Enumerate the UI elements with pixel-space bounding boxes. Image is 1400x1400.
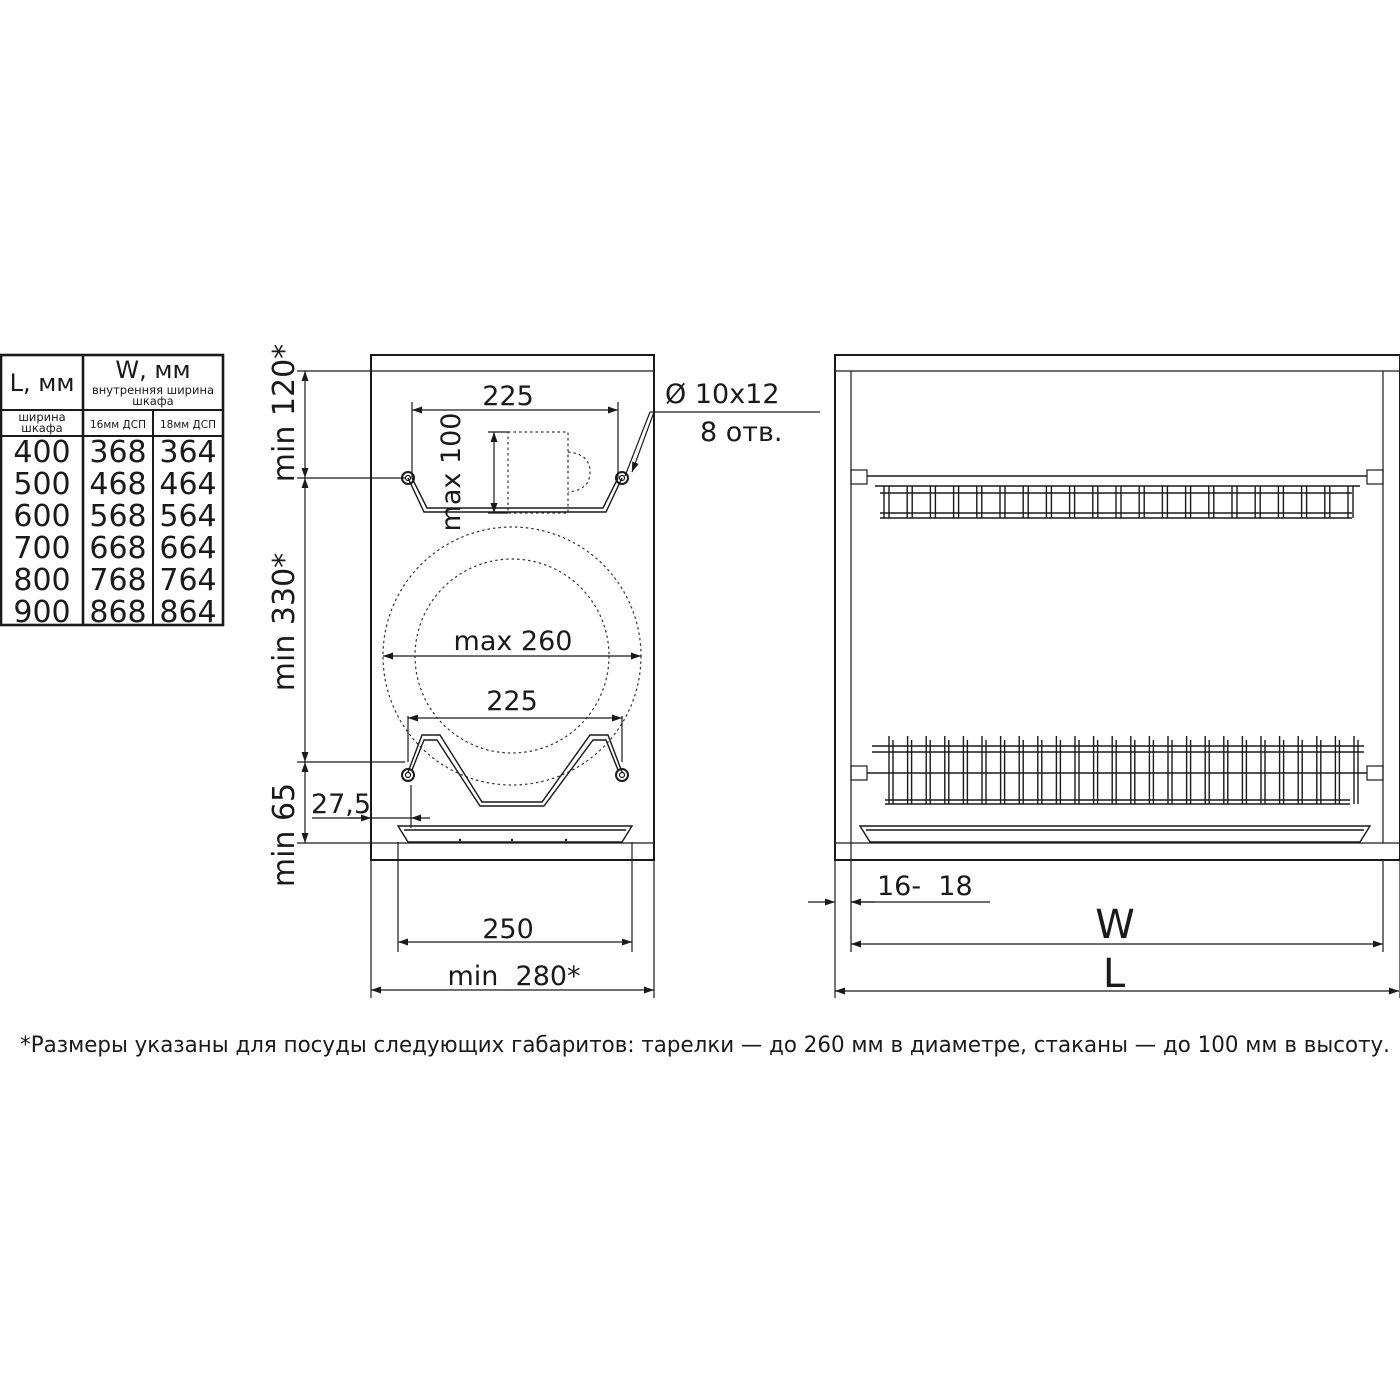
footnote: *Размеры указаны для посуды следующих га… bbox=[20, 1032, 1390, 1058]
table-header-l-sub2: шкафа bbox=[21, 421, 62, 435]
dim-bottom-inner: 250 bbox=[482, 914, 534, 945]
plate-rack-front bbox=[850, 736, 1384, 805]
table-cell-w18: 464 bbox=[159, 467, 216, 502]
drip-tray-front bbox=[858, 825, 1372, 843]
table-cell-l: 600 bbox=[13, 499, 70, 534]
plate-basket bbox=[401, 734, 629, 807]
dim-offset: 27,5 bbox=[311, 789, 371, 820]
dim-panel-thickness: 16- 18 bbox=[877, 871, 973, 902]
cup-basket bbox=[401, 471, 629, 513]
dim-plate-basket-width: 225 bbox=[486, 686, 538, 717]
dim-l: L bbox=[1103, 951, 1126, 997]
dim-min-65: min 65 bbox=[267, 783, 302, 887]
table-cell-l: 700 bbox=[13, 531, 70, 566]
table-row: 800 768 764 bbox=[13, 563, 216, 598]
side-view: min 120* min 330* min 65 225 max 100 bbox=[267, 344, 820, 998]
table-header-l-sub1: ширина bbox=[18, 410, 65, 424]
table-cell-w18: 864 bbox=[159, 595, 216, 630]
table-cell-l: 500 bbox=[13, 467, 70, 502]
cup-rack-front bbox=[850, 469, 1384, 519]
drip-tray-side bbox=[396, 825, 634, 843]
dim-hole-diameter: Ø 10x12 bbox=[665, 379, 780, 410]
table-row: 500 468 464 bbox=[13, 467, 216, 502]
table-row: 400 368 364 bbox=[13, 435, 216, 470]
table-header-l: L, мм bbox=[10, 369, 75, 397]
front-view: 16- 18 W L bbox=[808, 354, 1400, 998]
table-cell-w18: 664 bbox=[159, 531, 216, 566]
dim-hole-count: 8 отв. bbox=[700, 417, 783, 448]
table-row: 700 668 664 bbox=[13, 531, 216, 566]
cabinet-side-outline bbox=[370, 354, 655, 861]
table-cell-w18: 764 bbox=[159, 563, 216, 598]
table-row: 900 868 864 bbox=[13, 595, 216, 630]
size-table: L, мм W, мм внутренняя ширина шкафа шири… bbox=[0, 353, 225, 630]
dim-min-120: min 120* bbox=[267, 344, 302, 482]
table-header-18mm: 18мм ДСП bbox=[160, 419, 216, 431]
table-cell-w16: 468 bbox=[89, 467, 146, 502]
table-header-w: W, мм bbox=[115, 356, 190, 384]
dim-bottom-outer: min 280* bbox=[447, 961, 580, 992]
dim-cup-basket-width: 225 bbox=[482, 381, 534, 412]
table-header-w-sub1: внутренняя ширина bbox=[92, 383, 214, 397]
mount-hole bbox=[615, 471, 629, 485]
table-header-w-sub2: шкафа bbox=[132, 394, 173, 408]
table-cell-w16: 868 bbox=[89, 595, 146, 630]
dim-w: W bbox=[1095, 902, 1135, 948]
table-cell-l: 400 bbox=[13, 435, 70, 470]
table-header-16mm: 16мм ДСП bbox=[90, 419, 146, 431]
table-cell-l: 900 bbox=[13, 595, 70, 630]
table-cell-w16: 768 bbox=[89, 563, 146, 598]
table-cell-w16: 368 bbox=[89, 435, 146, 470]
cabinet-front-outline bbox=[834, 354, 1400, 861]
mount-hole bbox=[401, 768, 415, 782]
mount-hole bbox=[615, 768, 629, 782]
dim-min-330: min 330* bbox=[267, 553, 302, 691]
table-cell-w16: 668 bbox=[89, 531, 146, 566]
table-row: 600 568 564 bbox=[13, 499, 216, 534]
cup-outline bbox=[507, 431, 591, 514]
table-cell-w18: 564 bbox=[159, 499, 216, 534]
dim-cup-height: max 100 bbox=[436, 413, 467, 532]
table-cell-l: 800 bbox=[13, 563, 70, 598]
mount-hole bbox=[401, 471, 415, 485]
dim-plate-diameter: max 260 bbox=[454, 626, 573, 657]
table-cell-w16: 568 bbox=[89, 499, 146, 534]
table-cell-w18: 364 bbox=[159, 435, 216, 470]
